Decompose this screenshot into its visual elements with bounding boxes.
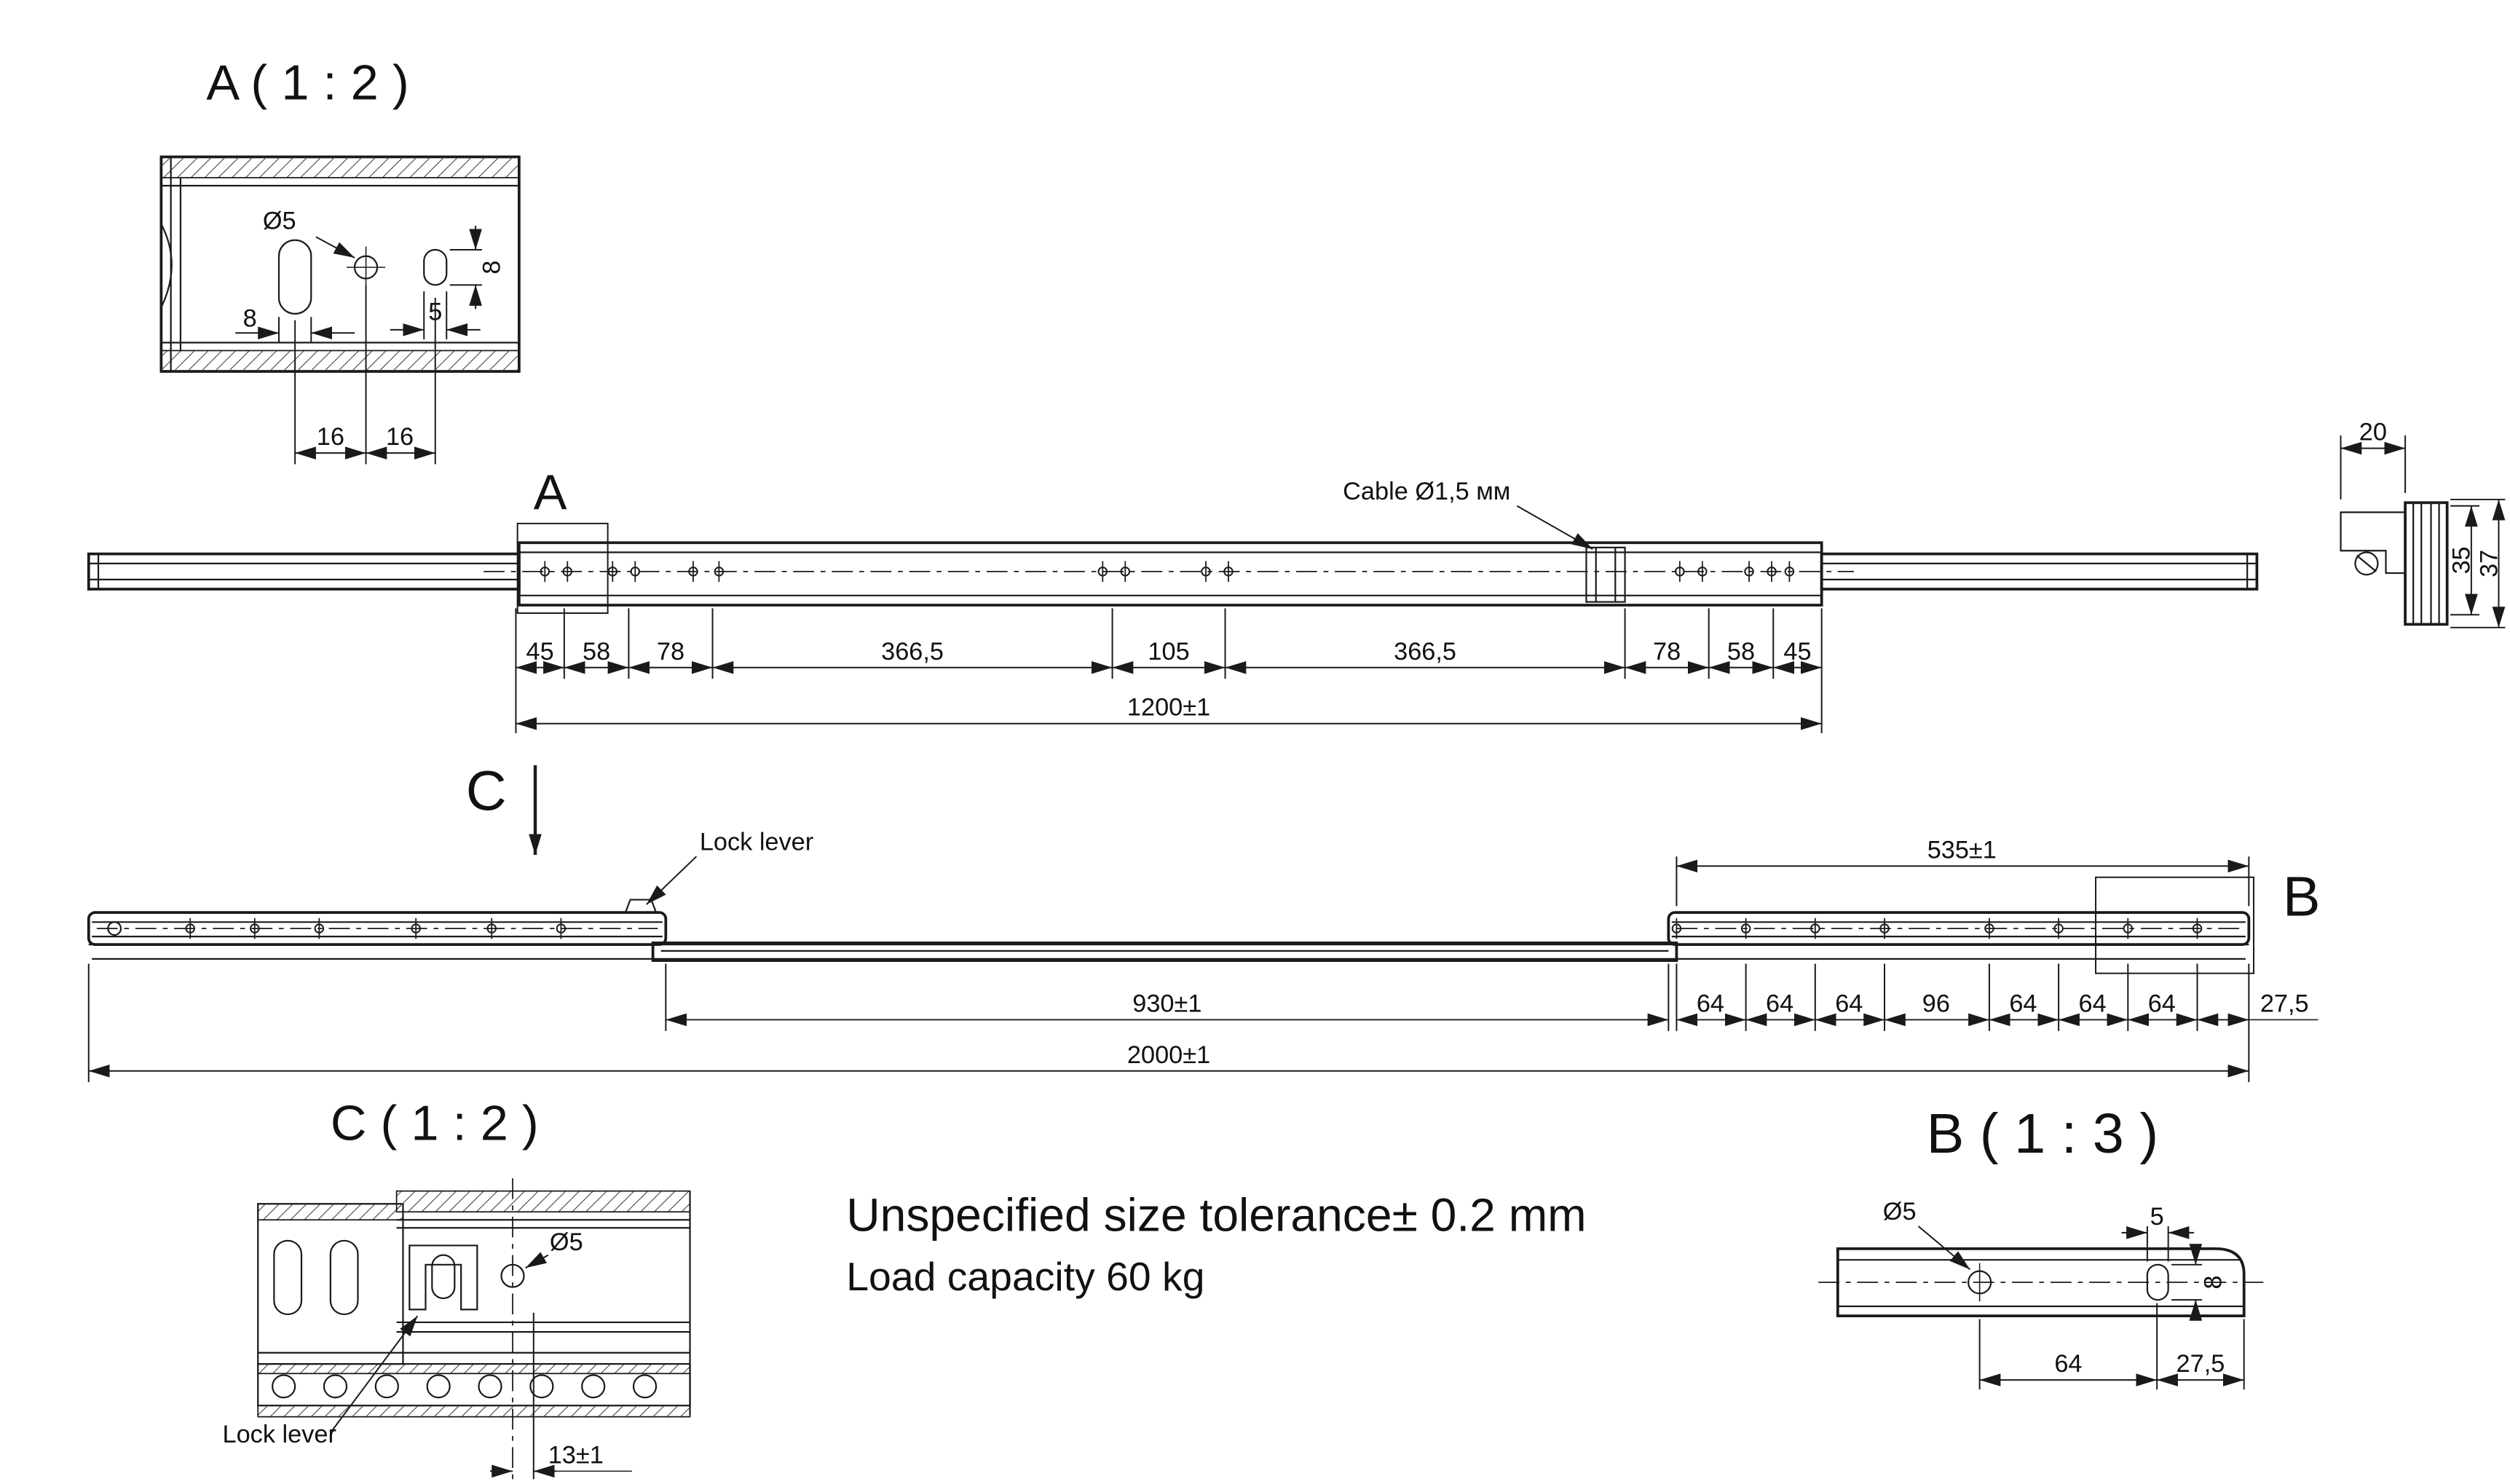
end-view-dimensions: 20 35 37 xyxy=(2340,419,2506,628)
detail-b-box xyxy=(2095,876,2254,974)
detail-b-view: B ( 1 : 3 ) Ø5 5 8 64 27,5 xyxy=(1818,1102,2264,1390)
dim-64-5: 64 xyxy=(2079,990,2107,1018)
notes: Unspecified size tolerance± 0.2 mm Load … xyxy=(846,1189,1586,1299)
detail-a-body xyxy=(159,155,521,373)
cable-leader xyxy=(1516,505,1593,550)
detail-a-label: A xyxy=(534,465,567,520)
load-capacity-note: Load capacity 60 kg xyxy=(846,1254,1204,1299)
lock-lever-tab xyxy=(431,1254,456,1300)
dim-930-label: 930±1 xyxy=(1132,990,1201,1018)
dim-64-4: 64 xyxy=(2009,990,2037,1018)
detail-a-view: A ( 1 : 2 ) Ø5 8 5 xyxy=(159,55,521,465)
dim-64-3: 64 xyxy=(1835,990,1863,1018)
detail-b-title: B ( 1 : 3 ) xyxy=(1927,1102,2159,1165)
dim-35: 35 xyxy=(2448,547,2476,575)
end-cap-arc xyxy=(160,224,173,308)
middle-member-extended xyxy=(651,942,1678,962)
leader-line xyxy=(315,236,355,258)
detail-b-dia5-label: Ø5 xyxy=(1883,1198,1917,1226)
dim-27-5-label: 27,5 xyxy=(2260,990,2309,1018)
mounting-bracket xyxy=(2340,511,2406,575)
slot-hole-small xyxy=(423,248,448,286)
dim-64-1: 64 xyxy=(1697,990,1724,1018)
detail-b-strip xyxy=(1836,1247,2246,1318)
detail-a-box xyxy=(516,522,609,615)
dim-37: 37 xyxy=(2475,550,2503,577)
detail-c-view: C ( 1 : 2 ) Ø5 Lock lever xyxy=(223,1096,691,1481)
slot-hole xyxy=(273,1239,303,1316)
detail-b-label: B xyxy=(2283,866,2321,928)
lock-lever-callout: Lock lever xyxy=(700,829,813,856)
slot-hole xyxy=(329,1239,359,1316)
detail-a-bottom-hatch xyxy=(160,350,520,372)
dim-366-right: 366,5 xyxy=(1394,638,1456,666)
closed-slide-view: Cable Ø1,5 мм A 45 58 78 xyxy=(87,465,2259,733)
dim-78-left: 78 xyxy=(657,638,684,666)
dim-8-label: 8 xyxy=(2200,1276,2227,1290)
detail-b-dimensions: 5 8 64 27,5 xyxy=(1978,1203,2245,1390)
dim-64-2: 64 xyxy=(1766,990,1793,1018)
detail-a-dia5-label: Ø5 xyxy=(263,207,296,234)
tolerance-note: Unspecified size tolerance± 0.2 mm xyxy=(846,1189,1586,1242)
detail-a-dimensions: 8 5 8 16 16 xyxy=(235,225,505,465)
detail-c-top-band xyxy=(395,1190,691,1213)
slot-hole xyxy=(277,239,312,315)
end-view-body xyxy=(2404,501,2449,626)
screw-head xyxy=(2354,551,2379,576)
extended-view-dimensions: 930±1 64 64 64 96 64 64 64 27,5 xyxy=(87,963,2318,1083)
end-view: 20 35 37 xyxy=(2340,419,2506,628)
dim-64-label: 64 xyxy=(2054,1350,2082,1378)
dim-27-5-label: 27,5 xyxy=(2176,1350,2225,1378)
extended-slide-view: C Lock lever 53 xyxy=(87,760,2321,1083)
dim-58-left: 58 xyxy=(583,638,610,666)
lock-lever-leader xyxy=(330,1315,419,1434)
dim-13: 13±1 xyxy=(490,1312,632,1480)
cable-callout: Cable Ø1,5 мм xyxy=(1343,478,1510,505)
right-rail-extended xyxy=(1667,911,2251,946)
dim-78-right: 78 xyxy=(1653,638,1681,666)
detail-a-top-hatch xyxy=(160,156,520,178)
lock-lever-leader xyxy=(646,856,698,905)
closed-view-dimensions: 45 58 78 366,5 105 366,5 78 58 45 1200±1 xyxy=(515,608,1823,733)
right-member xyxy=(1820,552,2259,591)
hole-dia5 xyxy=(500,1263,525,1288)
detail-a-title: A ( 1 : 2 ) xyxy=(206,55,409,111)
dim-8-height: 8 xyxy=(478,261,505,275)
detail-c-title: C ( 1 : 2 ) xyxy=(331,1096,539,1151)
detail-c-dia5-label: Ø5 xyxy=(550,1228,583,1256)
dim-58-right: 58 xyxy=(1727,638,1755,666)
dim-535-label: 535±1 xyxy=(1927,836,1997,864)
detail-c-lock-lever-callout: Lock lever xyxy=(223,1421,336,1448)
lock-lever-body xyxy=(409,1244,478,1311)
cable-block xyxy=(1585,546,1626,603)
dim-366-left: 366,5 xyxy=(881,638,944,666)
dim-5-label: 5 xyxy=(2150,1203,2164,1231)
dim-45-right: 45 xyxy=(1783,638,1811,666)
dim-96: 96 xyxy=(1922,990,1950,1018)
dim-45-left: 45 xyxy=(526,638,554,666)
dim-64-6: 64 xyxy=(2148,990,2176,1018)
dim-16-right: 16 xyxy=(386,423,414,451)
dim-1200: 1200±1 xyxy=(1127,694,1210,722)
dim-8-slot: 8 xyxy=(243,305,257,333)
dim-535: 535±1 xyxy=(1676,836,2250,907)
dim-105: 105 xyxy=(1148,638,1189,666)
lock-lever-tab xyxy=(624,899,658,913)
section-c-label: C xyxy=(466,760,507,823)
dim-13-label: 13±1 xyxy=(548,1442,604,1469)
slot-hole xyxy=(2146,1263,2169,1301)
dim-16-left: 16 xyxy=(317,423,344,451)
left-member xyxy=(87,552,521,591)
dim-20: 20 xyxy=(2359,419,2387,446)
dim-2000-label: 2000±1 xyxy=(1127,1041,1210,1069)
ball-bearings xyxy=(272,1374,658,1399)
